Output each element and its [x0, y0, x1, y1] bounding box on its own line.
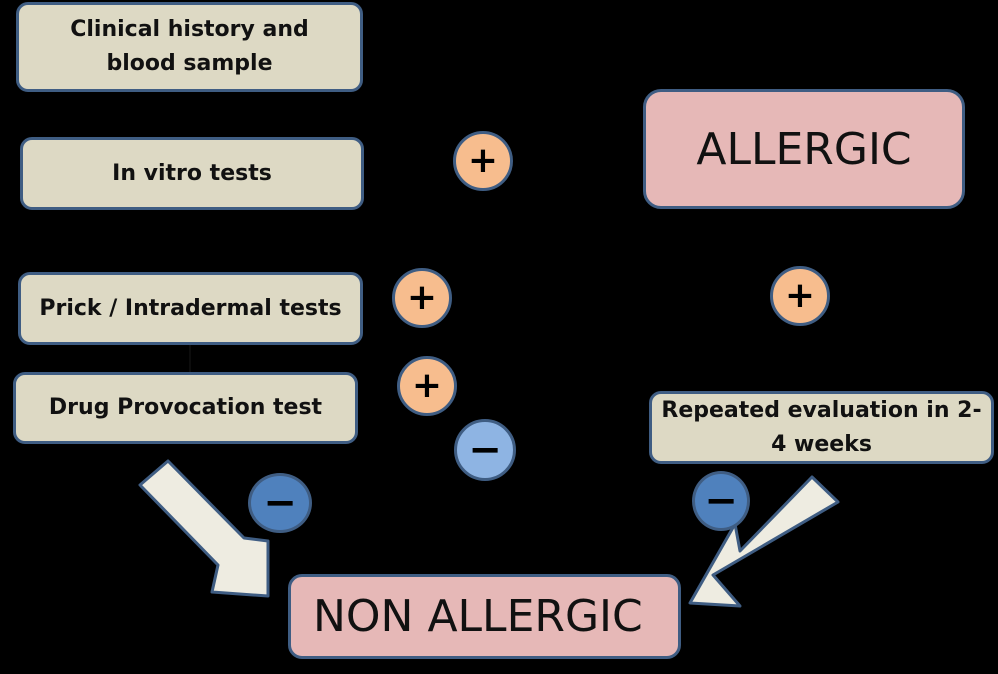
step-repeated-evaluation: Repeated evaluation in 2-4 weeks: [649, 391, 994, 464]
negative-sign-label: −: [704, 478, 738, 524]
step-drug-provocation-label: Drug Provocation test: [48, 395, 323, 420]
arrow-to-non-allergic-right: [688, 475, 840, 608]
negative-sign-provocation: −: [454, 419, 516, 481]
step-in-vitro-tests: In vitro tests: [20, 137, 364, 210]
step-clinical-history: Clinical history and blood sample: [16, 2, 363, 92]
step-prick-intradermal-label: Prick / Intradermal tests: [39, 295, 342, 321]
result-allergic-label: ALLERGIC: [696, 123, 912, 175]
result-non-allergic: NON ALLERGIC: [288, 574, 681, 659]
negative-sign-label: −: [468, 427, 502, 473]
step-repeated-evaluation-label: Repeated evaluation in 2-4 weeks: [661, 397, 982, 457]
result-allergic: ALLERGIC: [643, 89, 965, 209]
negative-sign-right: −: [692, 471, 750, 531]
result-non-allergic-label: NON ALLERGIC: [313, 591, 643, 642]
positive-sign-invitro: +: [453, 131, 513, 191]
step-clinical-history-label: Clinical history and blood sample: [70, 17, 309, 76]
positive-sign-prick: +: [392, 268, 452, 328]
positive-sign-repeated: +: [770, 266, 830, 326]
negative-sign-label: −: [263, 480, 297, 526]
positive-sign-label: +: [784, 275, 816, 316]
step-in-vitro-tests-label: In vitro tests: [112, 160, 272, 186]
positive-sign-label: +: [411, 365, 443, 406]
negative-sign-left: −: [248, 473, 312, 533]
positive-sign-label: +: [467, 140, 499, 181]
positive-sign-provocation: +: [397, 356, 457, 416]
step-drug-provocation: Drug Provocation test: [13, 372, 358, 444]
positive-sign-label: +: [406, 277, 438, 318]
step-prick-intradermal: Prick / Intradermal tests: [18, 272, 363, 345]
arrow-to-non-allergic-left: [138, 459, 270, 598]
